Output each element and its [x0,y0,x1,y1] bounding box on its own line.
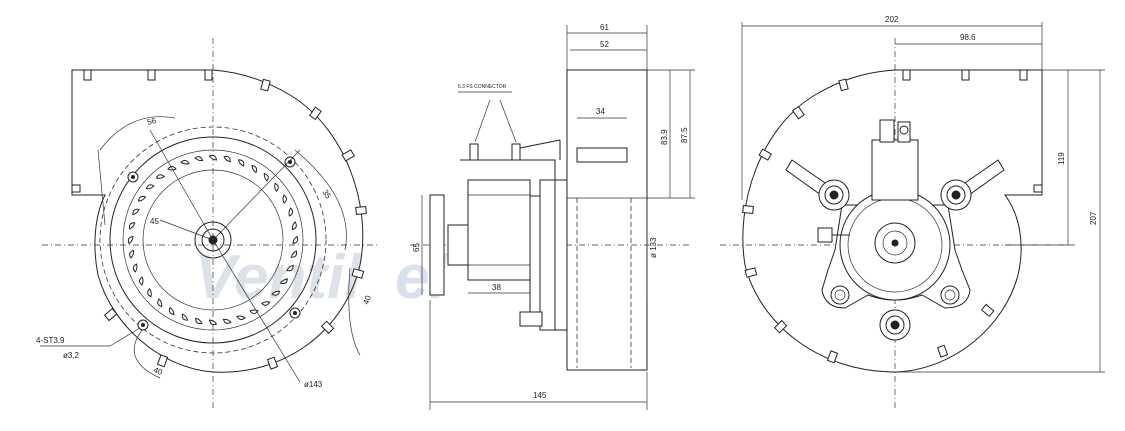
impeller-blade [291,221,297,231]
side-dim-52: 52 [600,40,609,49]
side-screw-boss [519,311,543,327]
front-impeller-blades [127,154,299,326]
impeller-blade [139,276,144,286]
impeller-blade [129,249,135,259]
impeller-blade [132,208,140,216]
side-motor-stack [467,179,531,281]
front-leader-35 [212,149,301,241]
side-bracket [460,159,556,331]
front-dim-35: 35 [320,188,333,201]
front-arc-56 [99,116,176,151]
rear-view: 202 98.6 119 207 [720,15,1105,408]
side-dim-145: 145 [533,391,547,400]
front-housing-clips [71,69,367,370]
front-arc-35 [294,149,347,251]
impeller-blade [147,287,152,298]
rear-dim-202: 202 [885,15,899,24]
impeller-blade [271,290,281,296]
impeller-blade [145,184,155,190]
side-hub [447,224,469,266]
impeller-blade [195,317,203,325]
rear-dim-207: 207 [1089,211,1098,225]
side-mounting-plate [539,179,568,331]
side-view: 6.3 FS CONNECTOR 61 52 34 83.9 87.5 ø 13… [410,23,695,410]
front-hub-outer [194,221,232,259]
front-leader-45 [159,219,214,241]
impeller-blade [155,174,166,179]
rear-dim-98-6: 98.6 [960,33,976,42]
front-hub-inner [201,228,225,252]
impeller-blade [180,159,190,165]
front-impeller-outer-circle [109,136,317,344]
side-dim-83-9: 83.9 [660,129,669,145]
impeller-blade [251,164,258,174]
impeller-blade [157,298,163,308]
front-dim-56: 56 [146,116,157,127]
impeller-blade [168,306,175,316]
side-outlet-flange [576,147,628,163]
impeller-blade [223,155,231,163]
impeller-blade [127,235,134,245]
front-arc-40-right [348,267,361,356]
impeller-blade [279,278,289,285]
rear-rubber-mounts [818,179,972,341]
impeller-blade [282,194,287,204]
front-leader-143 [212,239,301,383]
front-hole-diameter: ø3.2 [63,351,80,360]
impeller-blade [132,263,138,273]
front-impeller-inner-circle [142,169,284,311]
side-plate-flange [529,195,541,317]
rear-dim-119: 119 [1057,152,1066,165]
side-terminals [469,139,561,161]
front-impeller-blade-circle [122,149,304,331]
side-dim-34: 34 [596,107,605,116]
impeller-blade [208,319,218,326]
front-screw-leader [109,327,141,347]
front-housing-outline [71,69,364,373]
impeller-blade [128,222,136,230]
front-dimension-arc-56 [97,149,106,226]
impeller-blade [237,159,245,167]
rear-housing-outline [742,69,1043,373]
front-ring-dashed [99,126,327,354]
front-arc-40-bottom [133,329,161,379]
side-dim-87-5: 87.5 [680,127,689,143]
rear-housing-clips [742,69,1043,364]
impeller-blade [260,301,271,306]
rear-terminal-block [817,119,919,243]
side-dim-65: 65 [412,243,421,252]
impeller-blade [181,313,189,321]
impeller-blade [288,207,294,217]
side-housing-body [566,69,648,371]
rear-shaft [891,239,899,247]
front-dim-45: 45 [150,217,159,226]
front-screw-holes [127,156,301,331]
side-capacitor [429,194,445,296]
impeller-blade [208,154,218,161]
front-diameter-143: ø143 [304,380,323,389]
front-view: 56 35 45 40 40 4-ST3.9 ø3.2 ø143 [36,38,380,408]
impeller-blade [236,315,246,321]
side-dim-61: 61 [600,23,609,32]
impeller-blade [292,235,299,245]
impeller-blade [263,172,269,182]
front-leader-56 [149,129,214,241]
front-dim-40-right: 40 [361,294,373,306]
impeller-blade [290,250,298,258]
watermark-text-left: Ventil [195,243,363,312]
front-dim-40-bottom: 40 [152,365,164,377]
impeller-blade [274,182,279,193]
impeller-blade [194,156,204,162]
impeller-blade [137,195,147,202]
watermark-logo: Ventil el [195,243,448,312]
side-dim-133: ø 133 [649,237,658,258]
front-screw-label: 4-ST3.9 [36,336,65,345]
side-connector-label: 6.3 FS CONNECTOR [458,84,507,90]
impeller-blade [222,318,232,324]
side-dim-38: 38 [492,283,501,292]
impeller-blade [286,264,294,272]
